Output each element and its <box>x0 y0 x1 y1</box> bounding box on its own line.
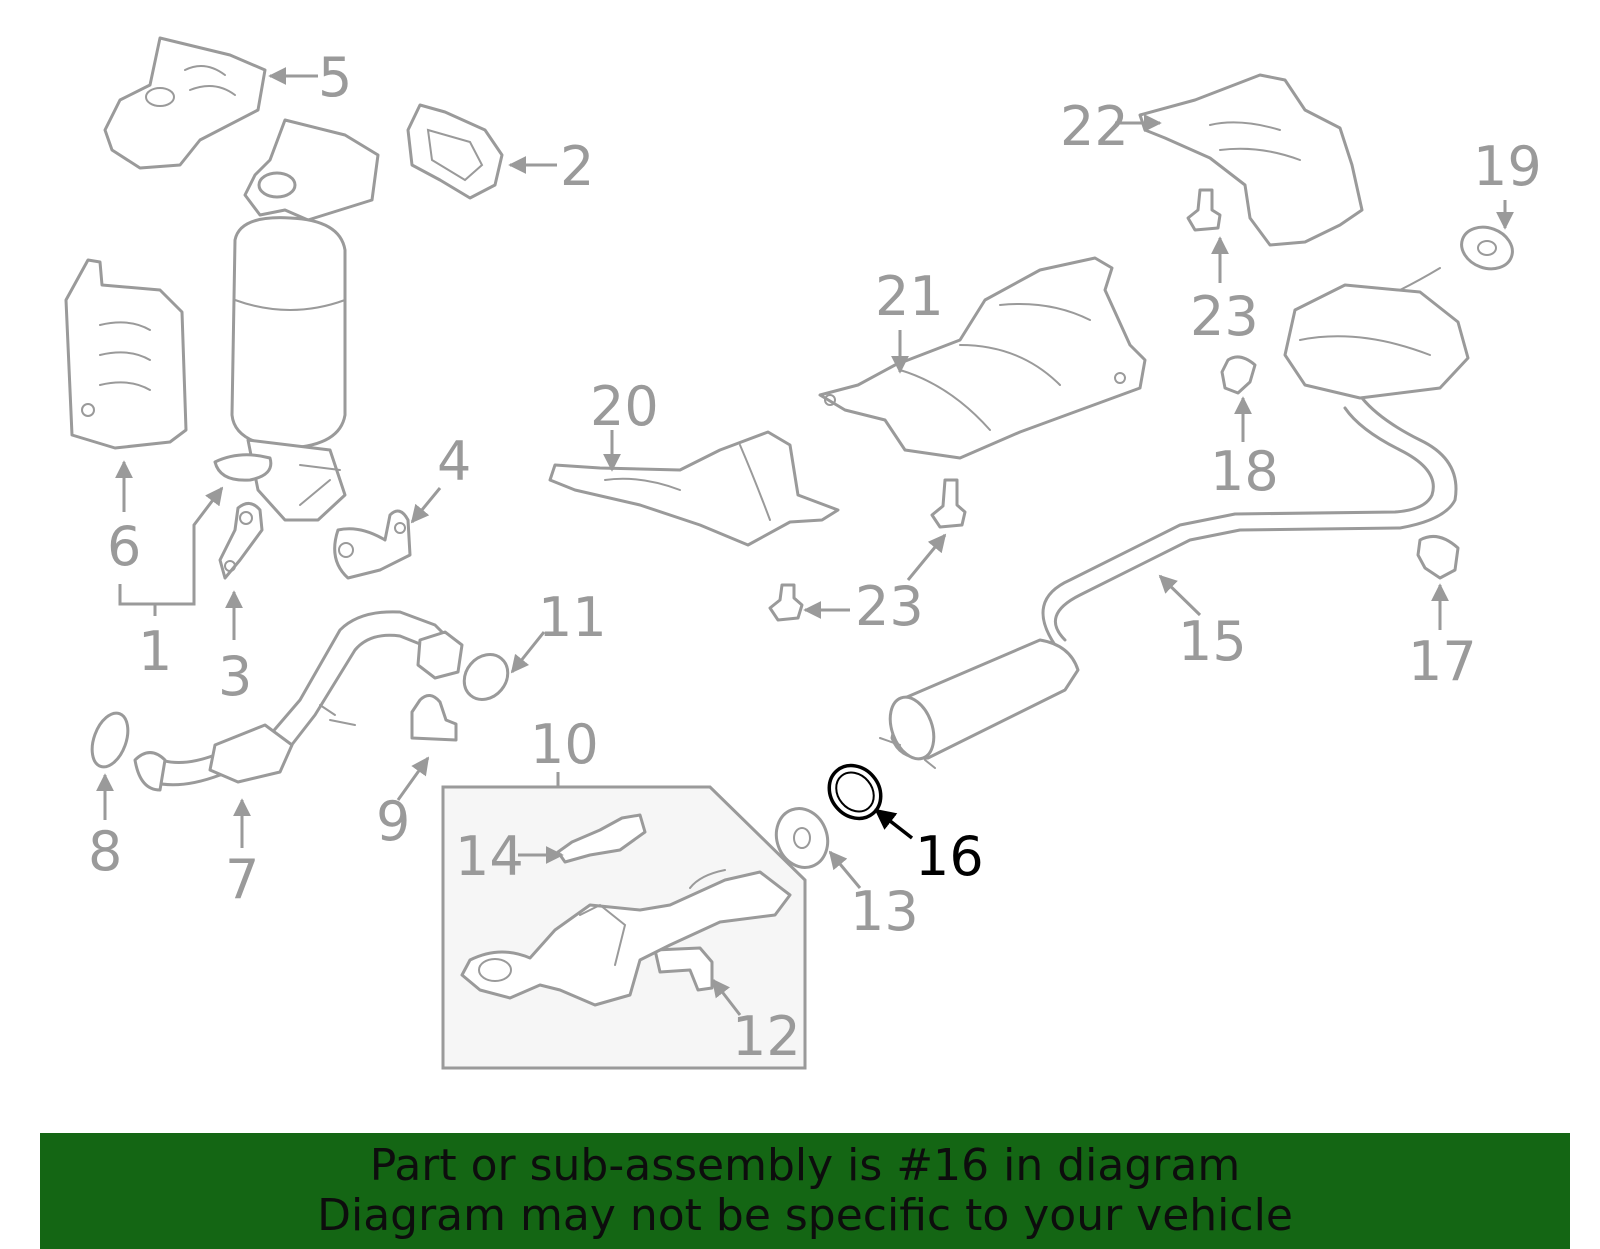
part-22-heat-shield <box>1138 73 1364 247</box>
callout-14: 14 <box>455 825 524 888</box>
callout-1: 1 <box>138 620 172 683</box>
leader-4 <box>410 487 442 524</box>
callout-16: 16 <box>915 825 984 888</box>
part-7-front-pipe <box>133 610 464 792</box>
leader-13 <box>828 850 862 889</box>
leader-11 <box>510 631 546 674</box>
leader-1 <box>118 486 224 606</box>
part-9-hanger <box>410 694 458 742</box>
part-16-gasket <box>827 763 883 821</box>
part-11-gasket <box>462 653 510 701</box>
callout-3: 3 <box>218 645 252 708</box>
callout-7: 7 <box>225 848 259 911</box>
part-23-bolt-upper <box>1186 188 1222 232</box>
part-1-catalytic-converter <box>213 118 380 522</box>
callout-22: 22 <box>1060 95 1129 158</box>
info-banner: Part or sub-assembly is #16 in diagram D… <box>40 1133 1570 1249</box>
callout-12: 12 <box>732 1005 801 1068</box>
callout-19: 19 <box>1473 135 1542 198</box>
leader-12 <box>711 978 742 1016</box>
part-23-bolt-middle <box>930 478 967 529</box>
banner-line-2: Diagram may not be specific to your vehi… <box>317 1190 1293 1241</box>
part-3-bracket <box>218 502 264 580</box>
part-12-bracket <box>653 946 714 992</box>
leader-lines <box>96 67 1514 1016</box>
callout-17: 17 <box>1408 630 1477 693</box>
callout-11: 11 <box>538 586 607 649</box>
leader-15 <box>1158 574 1202 617</box>
part-20-heat-shield <box>548 430 840 547</box>
leader-16 <box>874 808 914 840</box>
callout-23-lower: 23 <box>855 575 924 638</box>
part-10-valve-assembly <box>460 869 792 1007</box>
part-4-bracket <box>333 509 412 580</box>
part-21-heat-shield <box>818 256 1147 460</box>
callout-15: 15 <box>1178 610 1247 673</box>
callout-13: 13 <box>850 880 919 943</box>
callout-5: 5 <box>318 46 352 109</box>
part-23-bolt-lower <box>768 583 804 622</box>
callout-21: 21 <box>875 265 944 328</box>
part-6-heat-shield <box>64 258 188 450</box>
callout-6: 6 <box>107 515 141 578</box>
callout-10: 10 <box>530 713 599 776</box>
leader-23-lower <box>906 533 947 581</box>
part-5-heat-shield <box>103 36 267 170</box>
part-15-muffler-exhaust-pipe <box>879 267 1470 769</box>
callout-labels: 1 2 3 4 5 6 7 8 9 10 11 12 13 14 15 16 1… <box>88 46 1542 1068</box>
callout-4: 4 <box>437 430 471 493</box>
part-2-gasket <box>406 103 504 200</box>
leader-9 <box>396 756 430 801</box>
callout-8: 8 <box>88 820 122 883</box>
part-17-hanger <box>1416 534 1460 580</box>
callout-23-upper: 23 <box>1190 285 1259 348</box>
banner-line-1: Part or sub-assembly is #16 in diagram <box>369 1140 1241 1191</box>
callout-20: 20 <box>590 375 659 438</box>
callout-18: 18 <box>1210 440 1279 503</box>
part-18-hanger <box>1220 355 1257 395</box>
callout-2: 2 <box>560 135 594 198</box>
part-13-grommet <box>774 807 830 869</box>
callout-9: 9 <box>376 790 410 853</box>
part-8-gasket <box>90 711 130 769</box>
part-19-grommet <box>1460 225 1514 271</box>
